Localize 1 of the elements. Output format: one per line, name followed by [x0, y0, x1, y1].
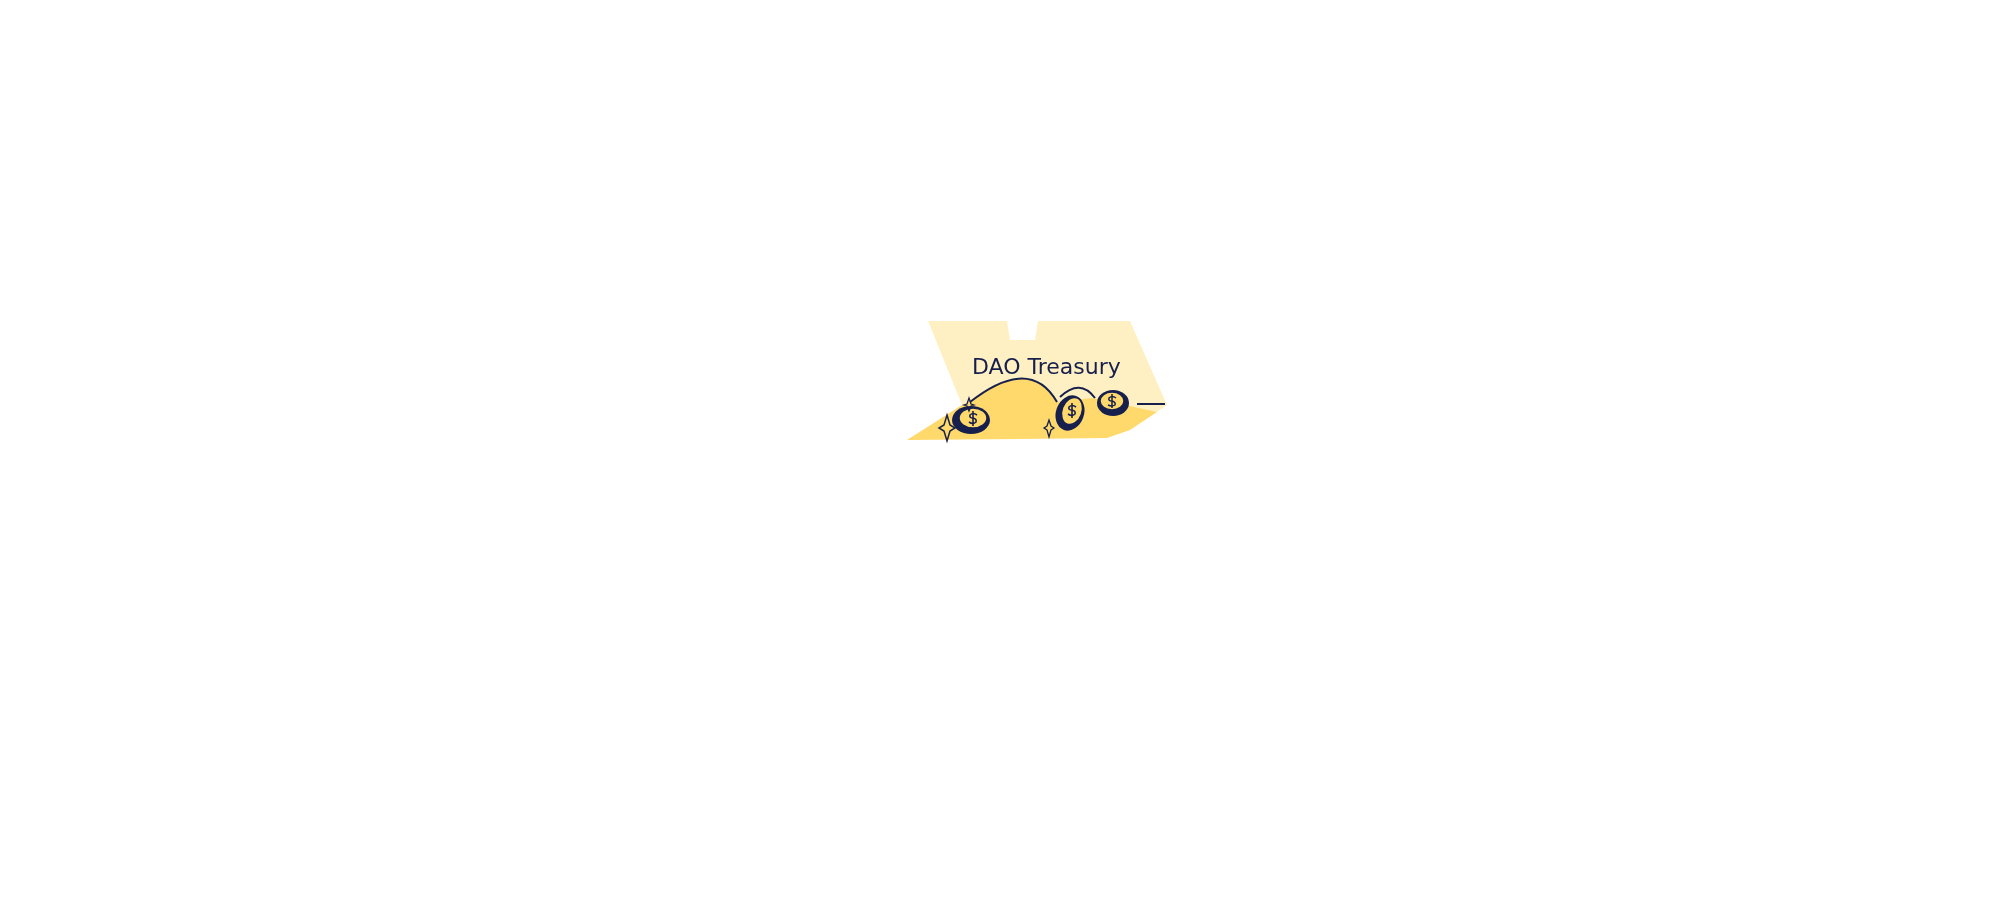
- node-title: DAO Treasury: [972, 356, 1121, 378]
